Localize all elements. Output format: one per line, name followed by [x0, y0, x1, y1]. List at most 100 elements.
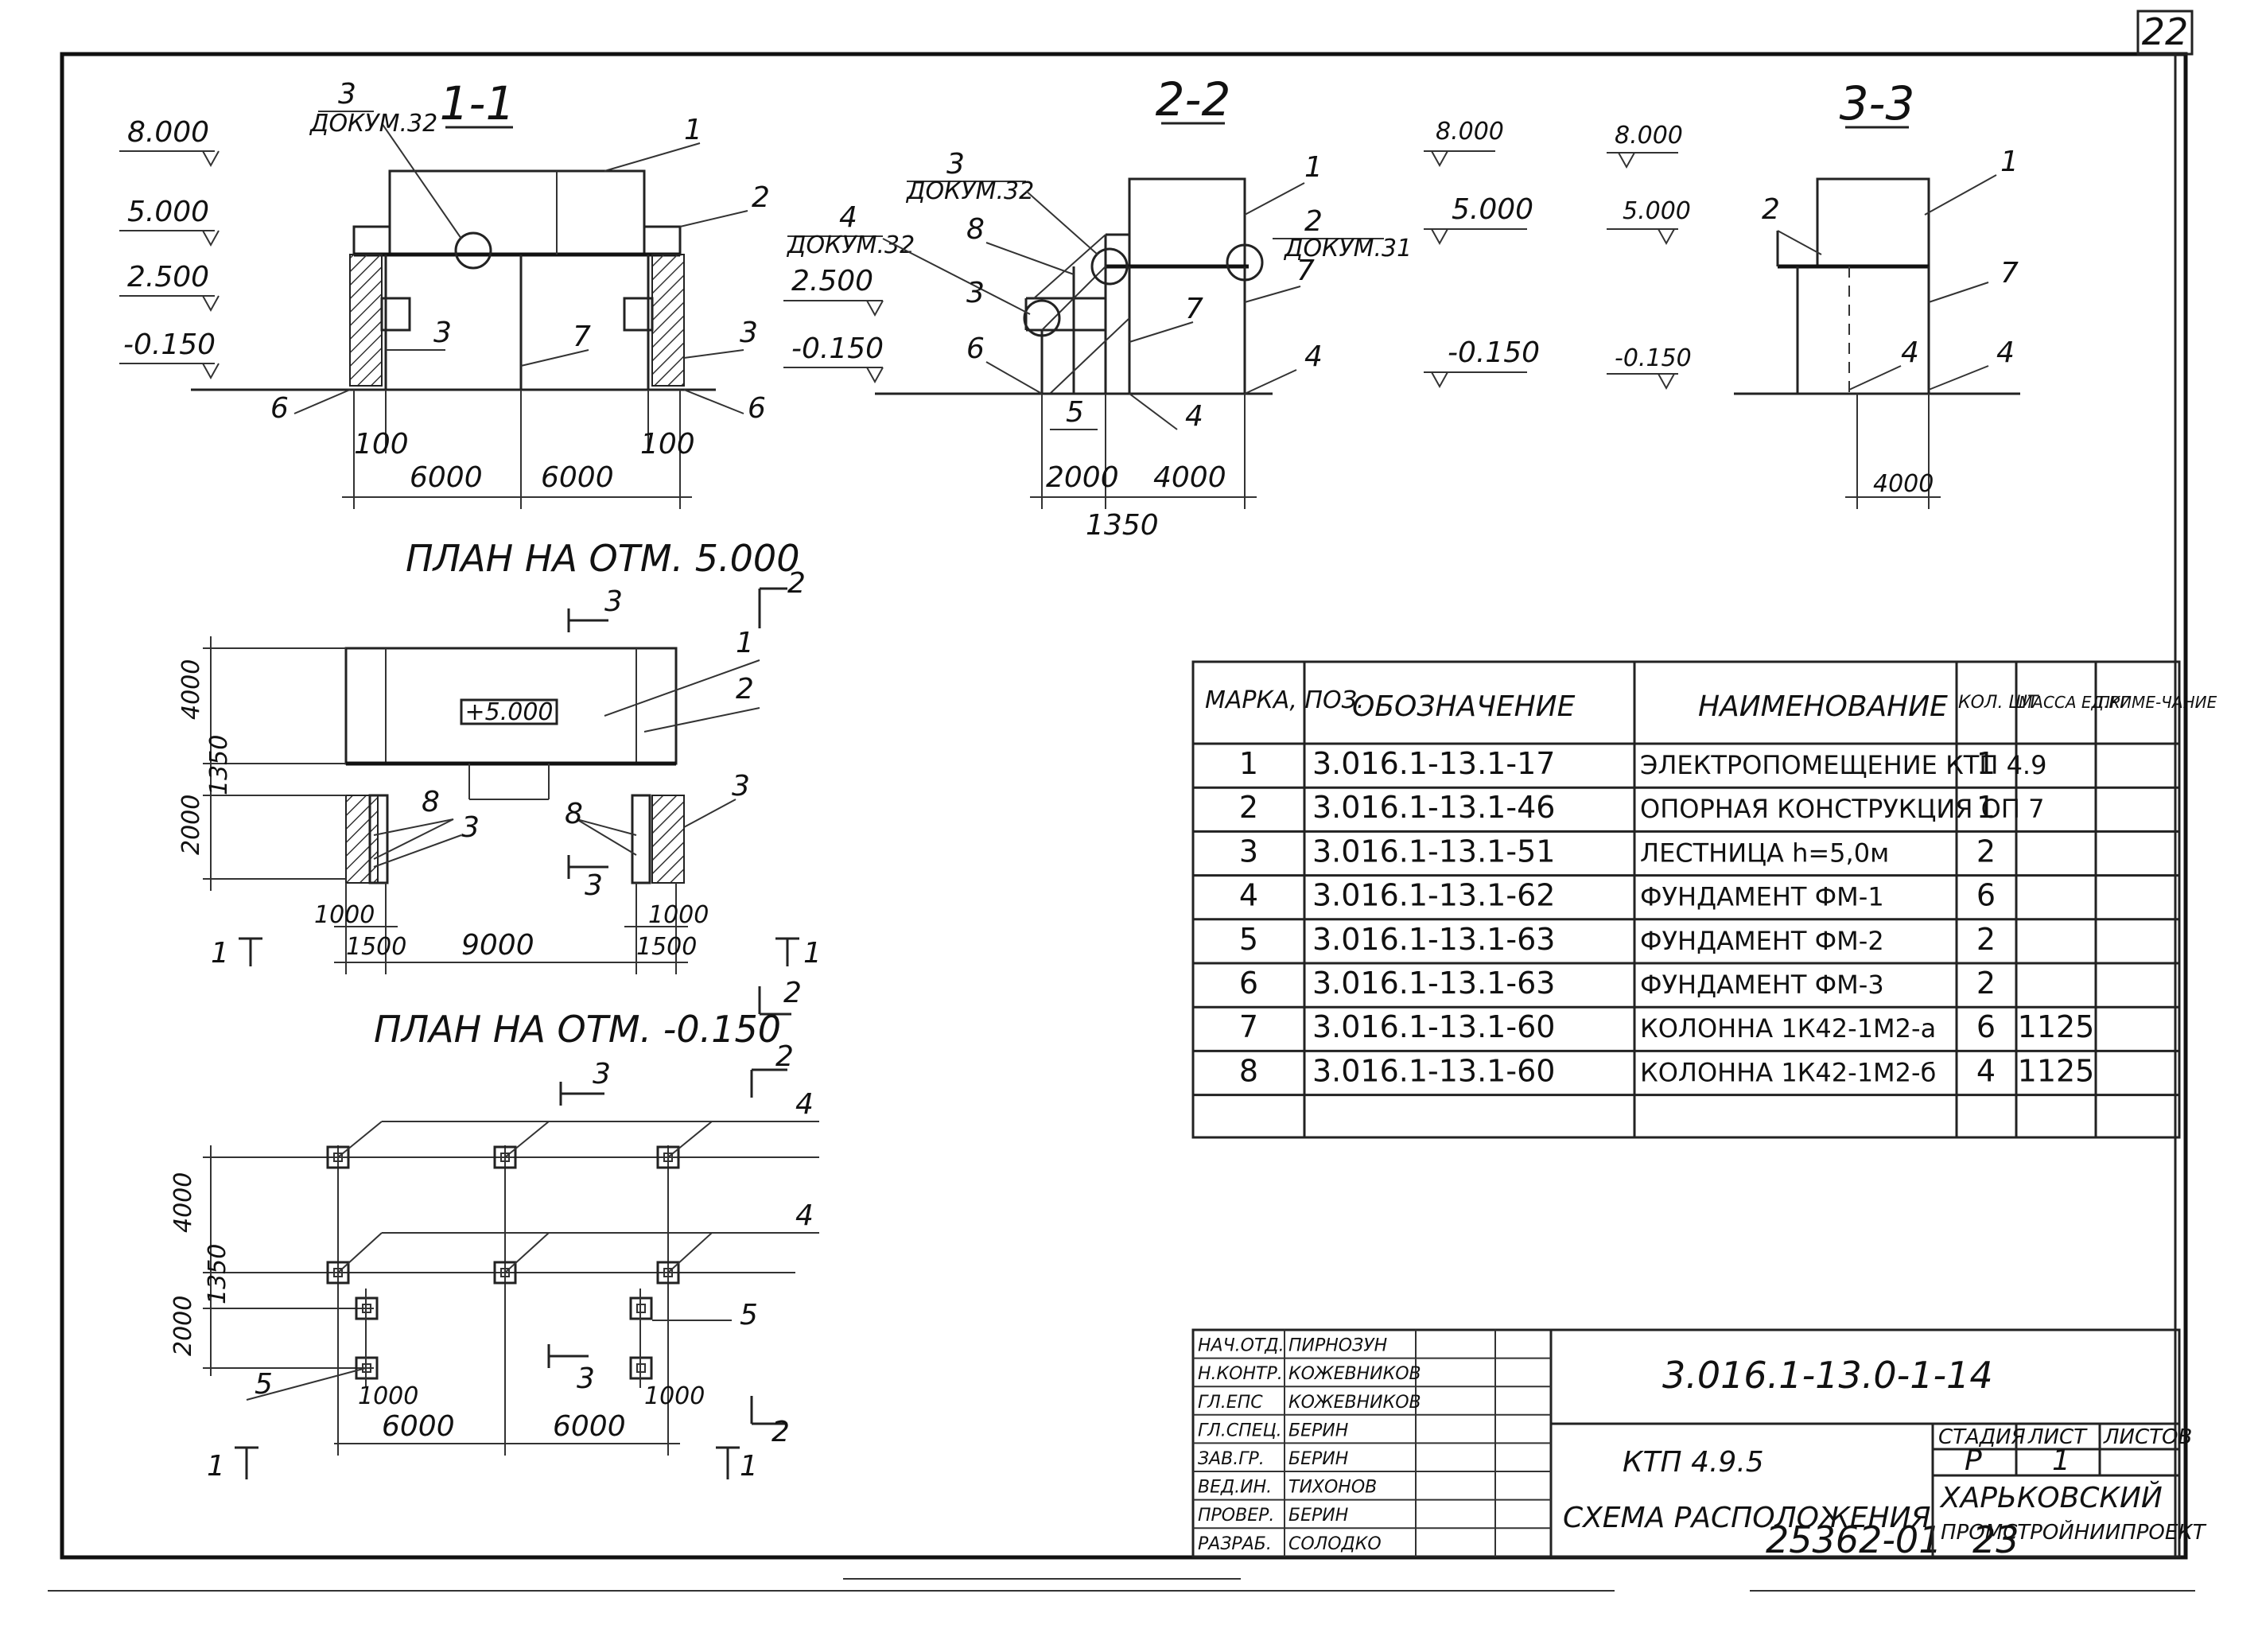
signature-row: РАЗРАБ. СОЛОДКО	[1198, 1534, 1382, 1554]
cell-mark: 5	[1239, 922, 1258, 957]
sheet-value: 1	[2052, 1444, 2070, 1477]
callout-6a: 6	[270, 392, 289, 425]
signature-name: СОЛОДКО	[1288, 1534, 1382, 1554]
section-1-1: 1-1 3 ДОКУМ.32 8.000 5.000 2.500	[119, 76, 770, 509]
cut-1-left: 1	[211, 937, 229, 970]
cell-mark: 6	[1239, 966, 1258, 1001]
cell-designation: 3.016.1-13.1-62	[1312, 878, 1555, 913]
stair-right	[651, 254, 685, 387]
title-block: НАЧ.ОТД.ПИРНОЗУНН.КОНТР.КОЖЕВНИКОВГЛ.ЕПС…	[1191, 1328, 2207, 1558]
sheet-frame: 2 2 25362-01 2 3	[48, 10, 2195, 1592]
archive-number: 25362-01	[1766, 1518, 1941, 1561]
cell-qty: 1	[1976, 746, 1996, 781]
elevation-markers: 8.000 5.000 2.500 -0.150	[119, 116, 220, 380]
cut-3-mid: 3	[585, 869, 603, 902]
signature-rows: НАЧ.ОТД.ПИРНОЗУНН.КОНТР.КОЖЕВНИКОВГЛ.ЕПС…	[1193, 1336, 1551, 1554]
org-line1: ХАРЬКОВСКИЙ	[1939, 1481, 2163, 1514]
spec-table-frame	[1191, 660, 2181, 1139]
cell-mass: 1125	[2018, 1053, 2095, 1088]
ref3-doc: ДОКУМ.32	[905, 177, 1034, 205]
cell-mark: 8	[1239, 1053, 1258, 1088]
cell-name: ФУНДАМЕНТ ФМ-1	[1640, 882, 1884, 912]
foundations-fm1	[326, 1145, 680, 1285]
cell-designation: 3.016.1-13.1-51	[1312, 834, 1555, 869]
dim-6000a: 6000	[382, 1410, 455, 1443]
cut-1-right: 1	[740, 1450, 758, 1483]
callout-1: 1	[1304, 151, 1323, 184]
plan-5000-title: ПЛАН НА ОТМ. 5.000	[406, 537, 799, 580]
callout-3b: 3	[732, 770, 750, 803]
signature-row: Н.КОНТР.КОЖЕВНИКОВ	[1198, 1364, 1421, 1384]
cell-name: КОЛОННА 1К42-1М2-а	[1640, 1013, 1936, 1044]
signature-role: РАЗРАБ.	[1198, 1534, 1272, 1554]
callout-1: 1	[736, 627, 754, 659]
dim-100b: 100	[640, 428, 695, 461]
signature-role: Н.КОНТР.	[1198, 1364, 1283, 1384]
signature-row: ПРОВЕР.БЕРИН	[1198, 1506, 1348, 1526]
stair-right-plan	[651, 795, 685, 884]
callout-8b: 8	[565, 798, 583, 830]
dim-4000: 4000	[169, 1172, 197, 1233]
elev-8000: 8.000	[127, 116, 209, 149]
document-code: 3.016.1-13.0-1-14	[1662, 1354, 1993, 1397]
cell-qty: 6	[1976, 1009, 1996, 1044]
signature-name: ТИХОНОВ	[1288, 1478, 1377, 1498]
cut-3-top: 3	[593, 1058, 611, 1090]
dim-4000: 4000	[1153, 461, 1226, 494]
th-qty: КОЛ. ШТ	[1958, 693, 2039, 713]
plan-m0150-title: ПЛАН НА ОТМ. -0.150	[374, 1008, 781, 1051]
dim-1000a: 1000	[358, 1382, 418, 1410]
cell-qty: 1	[1976, 790, 1996, 825]
cell-name: ОПОРНАЯ КОНСТРУКЦИЯ ОП 7	[1640, 794, 2044, 824]
callout-3a: 3	[433, 317, 452, 349]
dim-1350: 1350	[1086, 509, 1159, 542]
callout-4a: 4	[795, 1088, 814, 1121]
drawing-name: СХЕМА РАСПОЛОЖЕНИЯ	[1563, 1502, 1931, 1534]
dim-2000: 2000	[169, 1296, 197, 1356]
stage-label: СТАДИЯ	[1938, 1425, 2026, 1449]
signature-name: КОЖЕВНИКОВ	[1288, 1393, 1421, 1413]
callout-7a: 7	[1185, 293, 1203, 325]
dim-6000a: 6000	[410, 461, 483, 494]
callout-6b: 6	[748, 392, 766, 425]
cell-mark: 1	[1239, 746, 1258, 781]
th-mark: МАРКА, ПОЗ.	[1205, 686, 1364, 714]
signature-role: ВЕД.ИН.	[1198, 1478, 1272, 1498]
dim-1500b: 1500	[636, 933, 697, 961]
dim-2000: 2000	[1046, 461, 1119, 494]
room-3-3	[1816, 177, 1930, 268]
cell-designation: 3.016.1-13.1-60	[1312, 1009, 1555, 1044]
section-3-3: 3-3 8.000 5.000 -0.150 1 2 7 4 4 4000	[1607, 76, 2020, 509]
signature-role: ЗАВ.ГР.	[1198, 1449, 1265, 1469]
signature-role: НАЧ.ОТД.	[1198, 1336, 1285, 1356]
callout-8a: 8	[422, 786, 440, 818]
callout-4b: 4	[1996, 336, 2015, 369]
callout-5b: 5	[740, 1299, 758, 1331]
cell-name: ЛЕСТНИЦА h=5,0м	[1640, 838, 1889, 868]
th-designation: ОБОЗНАЧЕНИЕ	[1352, 690, 1576, 723]
callout-7b: 7	[1296, 255, 1315, 287]
dim-4000: 4000	[177, 659, 205, 720]
cell-name: КОЛОННА 1К42-1М2-б	[1640, 1057, 1936, 1087]
org-line2: ПРОМСТРОЙНИИПРОЕКТ	[1941, 1519, 2207, 1545]
section-2-2: 2-2 3 ДОКУМ.32 4 ДОКУМ.32 2 ДОКУ	[783, 72, 1540, 542]
sheet-label: ЛИСТ	[2027, 1425, 2088, 1449]
cell-designation: 3.016.1-13.1-63	[1312, 922, 1555, 957]
cell-mark: 2	[1239, 790, 1258, 825]
cut-2-bottom: 2	[783, 977, 802, 1009]
cell-mark: 3	[1239, 834, 1258, 869]
dim-1500a: 1500	[346, 933, 406, 961]
signature-name: БЕРИН	[1288, 1506, 1348, 1526]
elev-m0150b: -0.150	[1448, 336, 1540, 369]
section-1-1-title: 1-1	[440, 76, 515, 130]
elev-2500: 2.500	[127, 261, 209, 293]
cell-qty: 2	[1976, 966, 1996, 1001]
dim-100a: 100	[354, 428, 409, 461]
callout-5: 5	[1066, 396, 1084, 429]
elev-top: 8.000	[1436, 118, 1504, 146]
cell-name: ЭЛЕКТРОПОМЕЩЕНИЕ КТП 4.9	[1640, 750, 2046, 780]
elev-5000: 5.000	[1623, 197, 1691, 225]
